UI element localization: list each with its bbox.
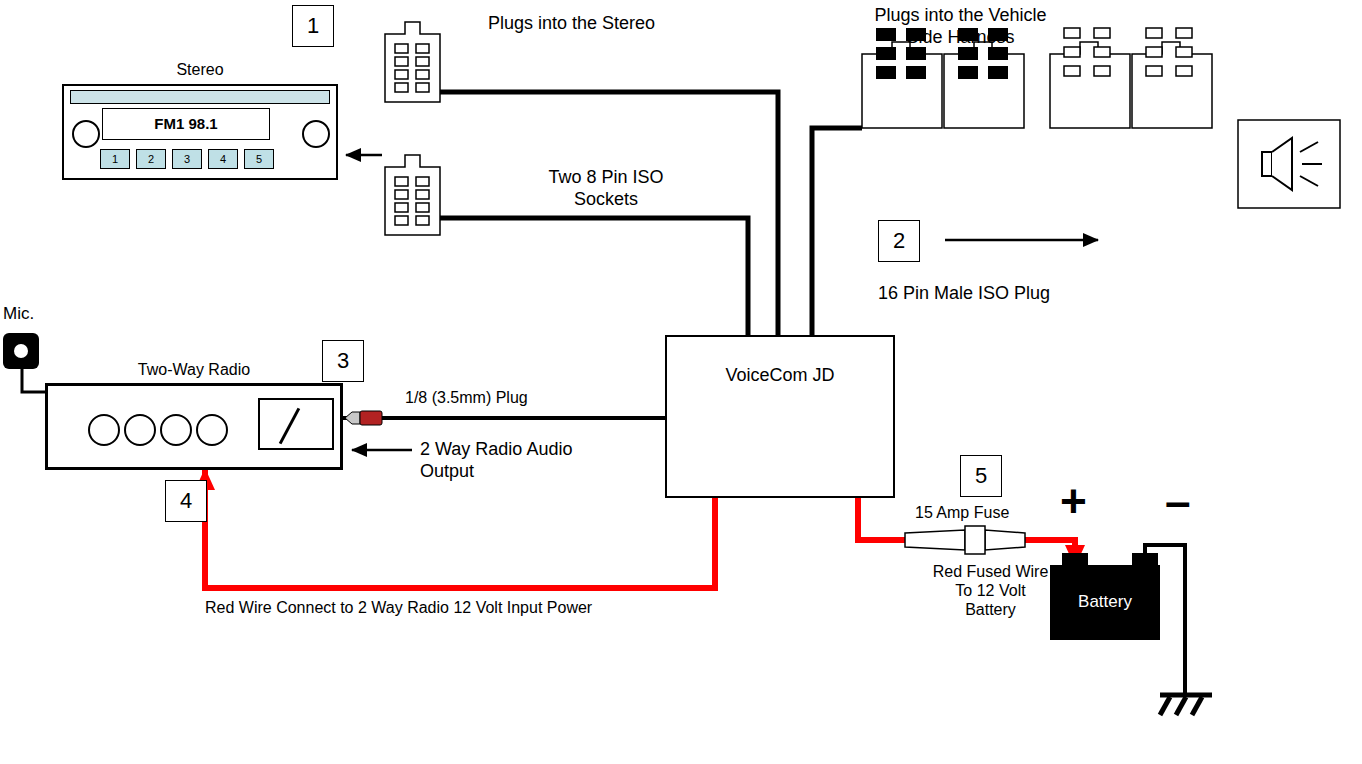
- callout-number: 4: [165, 480, 207, 522]
- text-label: Mic.: [3, 304, 34, 324]
- battery: Battery: [1050, 565, 1160, 640]
- voicecom-box: VoiceCom JD: [665, 335, 895, 498]
- text-label: Two 8 Pin ISO Sockets: [526, 166, 686, 210]
- node-text: 5: [245, 150, 273, 168]
- radio-knob: [160, 414, 192, 446]
- preset-button: 1: [100, 149, 130, 169]
- two-way-radio: Two-Way Radio: [45, 383, 343, 470]
- node-text: FM1 98.1: [103, 109, 269, 138]
- text-label: 16 Pin Male ISO Plug: [878, 282, 1050, 304]
- wire-label: Red Wire Connect to 2 Way Radio 12 Volt …: [205, 598, 592, 617]
- stereo-unit: StereoFM1 98.112345: [62, 84, 338, 180]
- wire-connector: [205, 470, 715, 588]
- preset-button: 5: [244, 149, 274, 169]
- node-text: Battery: [1050, 592, 1160, 612]
- text-label: 2 Way Radio Audio Output: [420, 438, 620, 482]
- node-text: VoiceCom JD: [667, 365, 893, 386]
- callout-number: 5: [960, 455, 1002, 497]
- node-text: 4: [209, 150, 237, 168]
- radio-knob: [124, 414, 156, 446]
- volume-knob: [72, 120, 100, 148]
- cd-slot: [70, 90, 330, 104]
- wire-label: Red Fused Wire To 12 Volt Battery: [928, 562, 1053, 619]
- radio-knob: [88, 414, 120, 446]
- preset-button: 3: [172, 149, 202, 169]
- radio-knob: [196, 414, 228, 446]
- node-text: 1: [101, 150, 129, 168]
- node-text: 3: [173, 150, 201, 168]
- node-heading: Stereo: [64, 60, 336, 80]
- display-panel: FM1 98.1: [102, 108, 270, 140]
- text-label: +: [1060, 474, 1087, 529]
- volume-knob: [302, 120, 330, 148]
- preset-button: 4: [208, 149, 238, 169]
- meter-needle: [279, 408, 300, 445]
- callout-number: 1: [292, 5, 334, 47]
- wire-connector: [343, 416, 665, 420]
- node-heading: Two-Way Radio: [48, 360, 340, 380]
- text-label: Plugs into the Vehicle Side Harness: [858, 4, 1063, 48]
- text-label: –: [1165, 474, 1191, 529]
- node-text: 2: [137, 150, 165, 168]
- text-label: 1/8 (3.5mm) Plug: [405, 388, 528, 407]
- text-label: Plugs into the Stereo: [488, 12, 655, 34]
- callout-number: 3: [322, 340, 364, 382]
- wire-connector: [858, 498, 1075, 565]
- preset-button: 2: [136, 149, 166, 169]
- callout-number: 2: [878, 220, 920, 262]
- text-label: 15 Amp Fuse: [915, 503, 1009, 522]
- signal-meter: [258, 398, 334, 450]
